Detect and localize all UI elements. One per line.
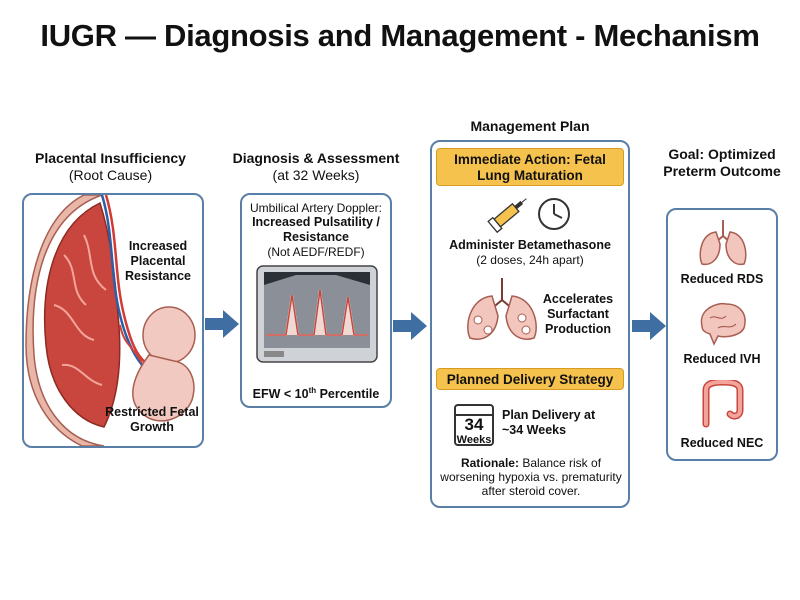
resistance-label: Increased Placental Resistance [124, 239, 191, 283]
reduced-rds: Reduced RDS [680, 272, 764, 286]
fetus-head [142, 306, 196, 364]
surfactant-label: Accelerates Surfactant Production [542, 292, 614, 336]
delivery-banner: Planned Delivery Strategy [436, 368, 624, 390]
efw-label: EFW < 10th Percentile [246, 383, 386, 402]
doses-label: (2 doses, 24h apart) [476, 253, 584, 267]
doppler-line: Umbilical Artery Doppler: [249, 201, 383, 215]
umbilical-cord [119, 324, 143, 364]
goal-heading: Goal: Optimized Preterm Outcome [663, 146, 781, 179]
management-panel: Immediate Action: Fetal Lung Maturation … [430, 140, 630, 508]
brain-icon [700, 302, 746, 346]
efw-suffix: Percentile [316, 387, 380, 402]
arrow-3-icon [632, 312, 666, 340]
calendar-number: 34 [464, 415, 484, 434]
diagnosis-panel: Umbilical Artery Doppler: Increased Puls… [240, 193, 392, 408]
placental-vessels [53, 234, 107, 386]
management-heading: Management Plan [470, 118, 590, 134]
syringe-icon [487, 198, 527, 234]
calendar-icon: 34 Weeks [454, 404, 494, 446]
growth-label: Restricted Fetal Growth [105, 405, 199, 434]
page-title: IUGR — Diagnosis and Management - Mechan… [40, 18, 760, 53]
diagnosis-title: Diagnosis & Assessment [232, 150, 400, 166]
placenta-fetus-illustration [25, 195, 196, 446]
placenta-shape [43, 201, 121, 428]
goal-panel: Reduced RDS Reduced IVH Reduced NEC [666, 208, 778, 461]
arrow-2-icon [393, 312, 427, 340]
placental-heading: Placental Insufficiency (Root Cause) [18, 150, 203, 184]
doppler-bold: Increased Pulsatility / Resistance [252, 215, 380, 244]
clock-icon [538, 198, 570, 230]
lungs-icon [699, 220, 747, 266]
reduced-nec: Reduced NEC [680, 436, 764, 450]
rationale-label: Rationale: [460, 456, 519, 470]
rationale-body: Balance risk of worsening hypoxia vs. pr… [440, 456, 622, 498]
placental-title: Placental Insufficiency [35, 150, 186, 166]
calendar-top [456, 406, 492, 416]
administer-label: Administer Betamethasone [449, 238, 611, 252]
placental-panel: Increased Placental Resistance Restricte… [22, 193, 204, 448]
reduced-ivh: Reduced IVH [683, 352, 761, 366]
arrow-1-icon [205, 310, 239, 338]
rationale-text: Rationale: Balance risk of worsening hyp… [438, 456, 624, 498]
plan-delivery-label: Plan Delivery at ~34 Weeks [502, 408, 596, 437]
red-vessel [104, 195, 147, 364]
doppler-note: (Not AEDF/REDF) [267, 245, 365, 259]
efw-sup: th [308, 386, 317, 395]
lungs-alveoli-icon [467, 278, 537, 340]
diagnosis-heading: Diagnosis & Assessment (at 32 Weeks) [228, 150, 404, 184]
efw-prefix: EFW < 10 [252, 387, 309, 402]
calendar-weeks: Weeks [456, 434, 492, 446]
uterine-wall-shape [25, 195, 105, 446]
diagnosis-subtitle: (at 32 Weeks) [272, 167, 360, 183]
lung-maturation-banner: Immediate Action: Fetal Lung Maturation [436, 148, 624, 186]
fetus-body [132, 354, 195, 422]
intestine-icon [702, 380, 744, 428]
doppler-monitor [256, 265, 378, 363]
placental-subtitle: (Root Cause) [68, 167, 153, 183]
